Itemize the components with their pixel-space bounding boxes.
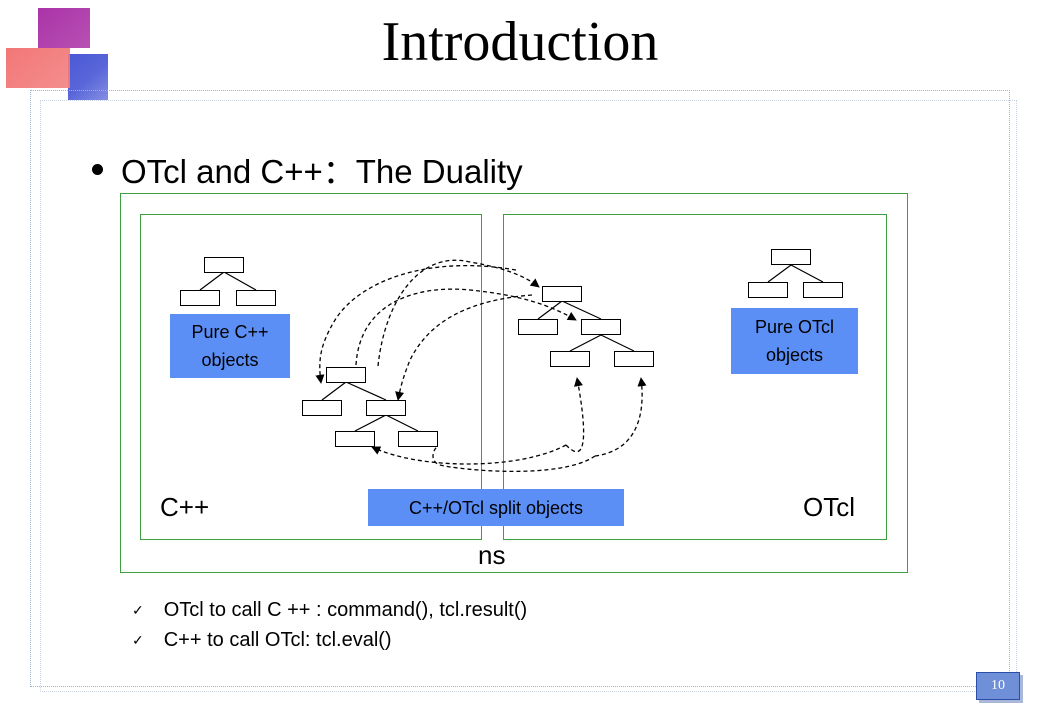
page-number-badge: 10 xyxy=(976,672,1020,700)
pure-cpp-objects-label: Pure C++ objects xyxy=(170,314,290,378)
cpp-label: C++ xyxy=(160,492,210,522)
tree-node xyxy=(581,319,621,335)
tree-node xyxy=(180,290,220,306)
tree-node xyxy=(803,282,843,298)
tree-node xyxy=(204,257,244,273)
tree-node xyxy=(518,319,558,335)
tree-node xyxy=(614,351,654,367)
checkmark-icon: ✓ xyxy=(132,602,144,618)
tree-node xyxy=(366,400,406,416)
note-text: OTcl to call C ++ : command(), tcl.resul… xyxy=(163,599,528,621)
note-item: ✓ OTcl to call C ++ : command(), tcl.res… xyxy=(132,599,527,622)
split-objects-text: C++/OTcl split objects xyxy=(408,497,584,518)
tree-node xyxy=(748,282,788,298)
logo-graphic xyxy=(0,0,130,110)
ns-label: ns xyxy=(478,540,506,570)
split-objects-label: C++/OTcl split objects xyxy=(368,489,624,526)
checkmark-icon: ✓ xyxy=(132,632,144,648)
otcl-box xyxy=(503,214,887,540)
frame-border xyxy=(30,90,1010,687)
ns-box xyxy=(120,193,908,573)
tree-node xyxy=(542,286,582,302)
tree-node xyxy=(326,367,366,383)
tree-node xyxy=(550,351,590,367)
main-bullet-text: OTcl and C++：The Duality xyxy=(121,153,523,190)
main-bullet: OTcl and C++：The Duality xyxy=(92,145,523,193)
pure-otcl-objects-text: Pure OTcl objects xyxy=(754,317,835,365)
bullet-icon xyxy=(92,163,103,175)
otcl-label: OTcl xyxy=(803,492,855,522)
tree-node xyxy=(236,290,276,306)
note-text: C++ to call OTcl: tcl.eval() xyxy=(163,629,392,651)
frame-border-inner xyxy=(40,100,1017,692)
tree-node xyxy=(335,431,375,447)
pure-cpp-objects-text: Pure C++ objects xyxy=(191,322,269,370)
pure-otcl-objects-label: Pure OTcl objects xyxy=(731,308,858,374)
page-title: Introduction xyxy=(381,11,659,73)
tree-node xyxy=(302,400,342,416)
tree-node xyxy=(398,431,438,447)
cpp-box xyxy=(140,214,482,540)
note-item: ✓ C++ to call OTcl: tcl.eval() xyxy=(132,629,392,652)
tree-node xyxy=(771,249,811,265)
